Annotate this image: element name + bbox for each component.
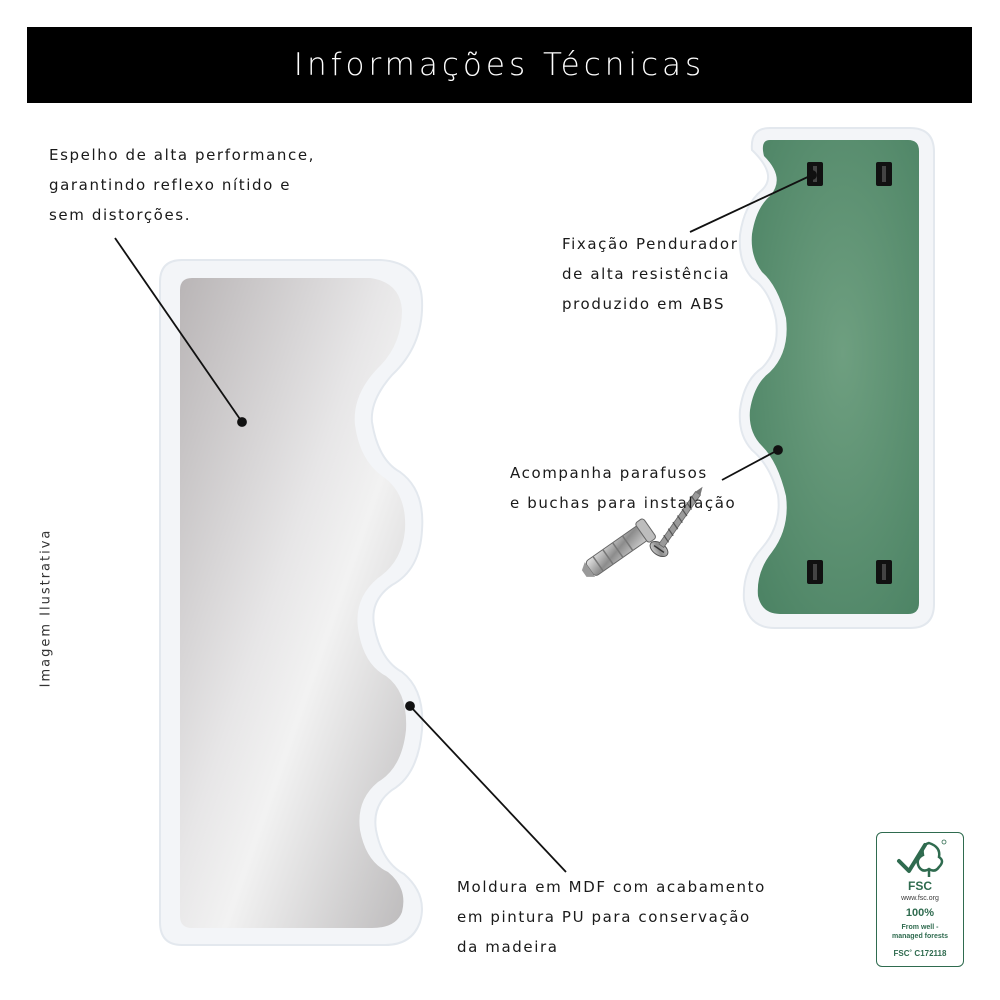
wall-plug-icon xyxy=(581,518,656,577)
annotation-frame: Moldura em MDF com acabamento em pintura… xyxy=(457,872,766,962)
annotation-line: em pintura PU para conservação xyxy=(457,908,751,926)
annotation-line: e buchas para instalação xyxy=(510,494,737,512)
annotation-line: garantindo reflexo nítido e xyxy=(49,176,292,194)
fsc-percent: 100% xyxy=(905,907,935,919)
annotation-screws: Acompanha parafusos e buchas para instal… xyxy=(510,458,736,518)
illustrative-image-label: Imagem Ilustrativa xyxy=(38,528,54,688)
annotation-line: Moldura em MDF com acabamento xyxy=(457,878,766,896)
screw-icon xyxy=(649,486,703,558)
annotation-line: sem distorções. xyxy=(49,206,192,224)
annotation-line: Fixação Pendurador xyxy=(562,235,739,253)
front-mirror-glass xyxy=(180,278,407,928)
fsc-url: www.fsc.org xyxy=(901,895,939,902)
fsc-name: FSC xyxy=(908,879,932,893)
annotation-hanger: Fixação Pendurador de alta resistência p… xyxy=(562,229,738,319)
fsc-badge: FSC www.fsc.org 100% From well - managed… xyxy=(876,832,964,967)
annotation-line: de alta resistência xyxy=(562,265,731,283)
page-title: Informações Técnicas xyxy=(293,47,706,83)
fsc-description: From well - managed forests xyxy=(877,923,963,941)
header-bar: Informações Técnicas xyxy=(27,27,972,103)
annotation-mirror: Espelho de alta performance, garantindo … xyxy=(49,140,315,230)
annotation-line: Acompanha parafusos xyxy=(510,464,708,482)
tree-check-icon xyxy=(897,839,947,877)
annotation-line: produzido em ABS xyxy=(562,295,726,313)
annotation-line: da madeira xyxy=(457,938,559,956)
fsc-description-line: From well - xyxy=(901,924,939,931)
back-panel xyxy=(749,140,919,614)
fsc-license-code: FSC˚ C172118 xyxy=(893,949,947,958)
annotation-line: Espelho de alta performance, xyxy=(49,146,316,164)
fsc-description-line: managed forests xyxy=(891,933,949,940)
